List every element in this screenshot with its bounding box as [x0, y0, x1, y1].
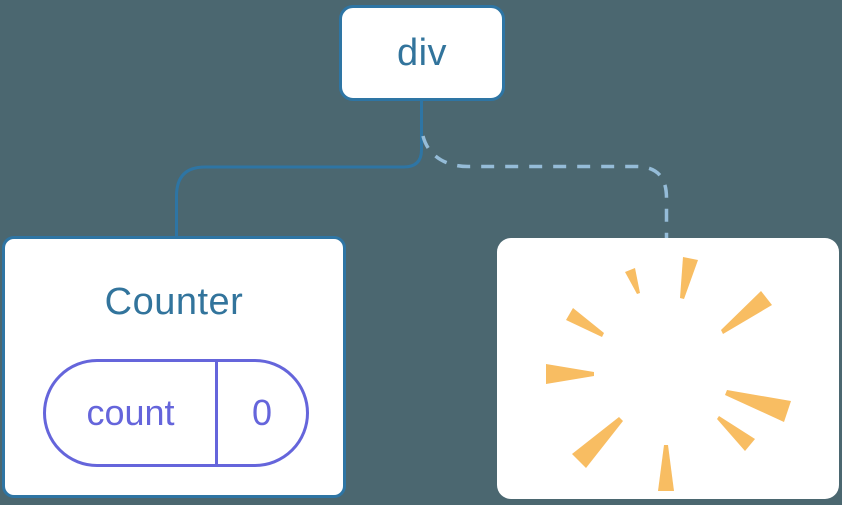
node-div: div [339, 5, 505, 101]
counter-title: Counter [104, 281, 244, 323]
node-counter: Counter count 0 [2, 236, 346, 498]
state-pill: count 0 [43, 359, 309, 467]
node-div-label: div [396, 31, 448, 74]
link-parent-to-removed-line [421, 135, 669, 240]
node-removed [497, 238, 839, 499]
state-key-label: count [46, 362, 218, 464]
link-parent-to-counter-line [175, 101, 423, 240]
state-value: 0 [251, 392, 273, 433]
poof-burst-icon [546, 257, 791, 491]
